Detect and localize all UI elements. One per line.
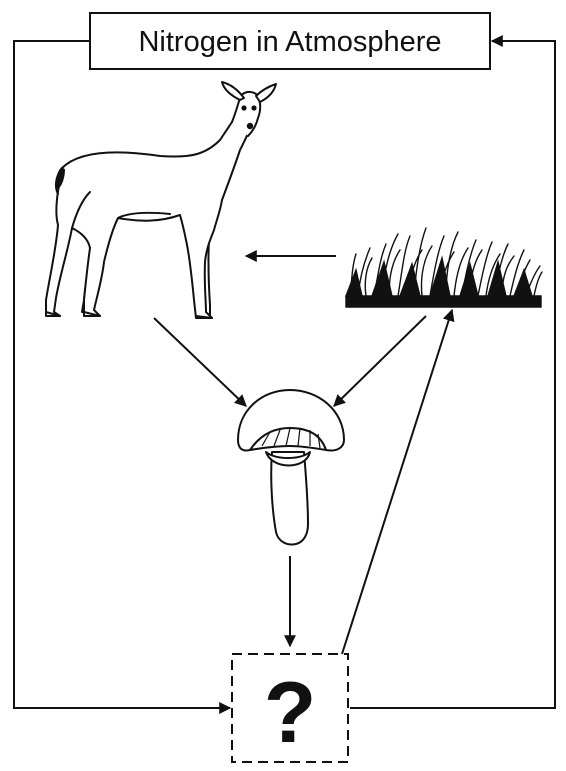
arrow-deer-to-mushroom (154, 318, 246, 406)
grass-icon (346, 228, 542, 307)
outer-right-loop (350, 41, 555, 708)
arrow-grass-to-mushroom (334, 316, 426, 406)
outer-left-loop (14, 41, 230, 708)
deer-icon (46, 82, 276, 318)
title-box: Nitrogen in Atmosphere (90, 13, 490, 69)
unknown-box: ? (232, 654, 348, 762)
unknown-symbol: ? (264, 665, 317, 761)
arrow-unknown-to-grass (342, 310, 452, 654)
mushroom-icon (238, 390, 344, 545)
title-label: Nitrogen in Atmosphere (138, 26, 441, 58)
